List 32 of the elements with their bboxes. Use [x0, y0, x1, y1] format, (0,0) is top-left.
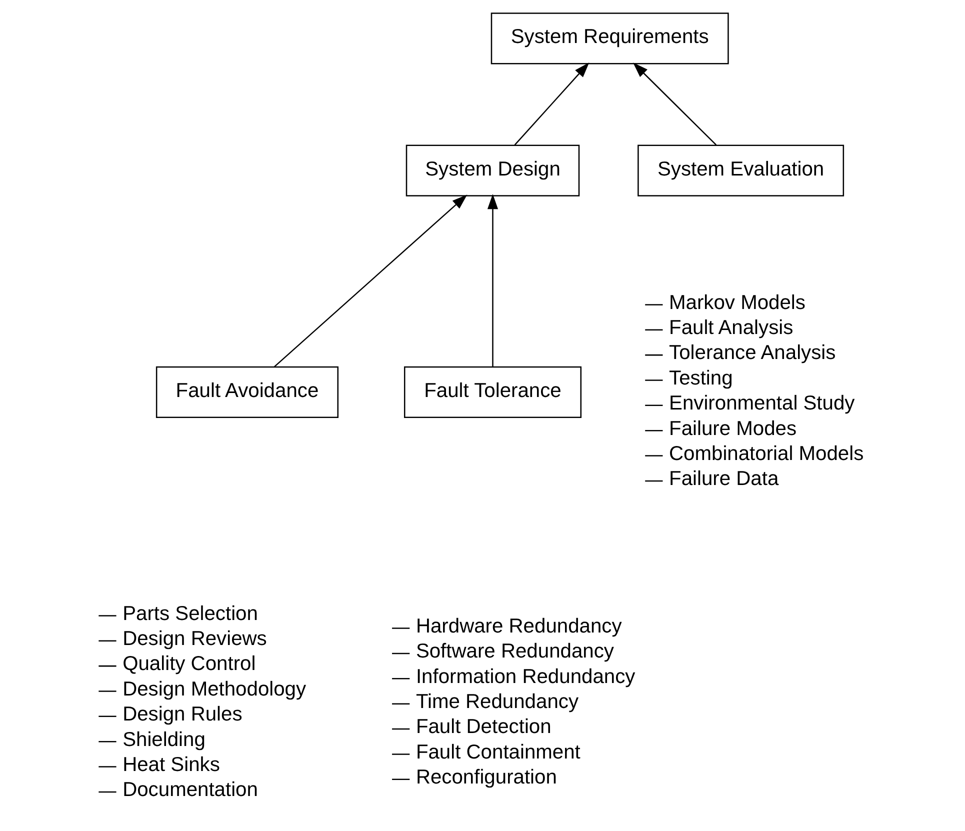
node-box: System Evaluation [637, 144, 844, 196]
node-label: Shielding [122, 728, 205, 751]
node-box: System Requirements [490, 12, 728, 64]
node-label: Design Methodology [122, 678, 306, 700]
arrow [274, 194, 467, 368]
node-label: Hardware Redundancy [415, 615, 622, 638]
arrow [632, 62, 716, 146]
node-label: Design Reviews [122, 628, 266, 650]
node-label: Information Redundancy [415, 666, 635, 688]
node-label: Documentation [122, 779, 258, 802]
node-label: Heat Sinks [122, 754, 220, 776]
node-label: Failure Data [668, 468, 778, 490]
node-label: Reconfiguration [415, 766, 556, 789]
node-label: Quality Control [122, 653, 256, 676]
node-label: Tolerance Analysis [668, 342, 836, 364]
node-box: Fault Avoidance [155, 366, 338, 418]
node-box: System Design [405, 144, 580, 196]
node-label: Failure Modes [668, 418, 796, 440]
node-label: Fault Detection [415, 716, 551, 738]
node-label: Fault Containment [415, 741, 580, 764]
node-label: Design Rules [122, 704, 242, 726]
node-label: Markov Models [668, 292, 805, 314]
node-label: Testing [668, 367, 732, 390]
node-label: Parts Selection [122, 602, 258, 625]
node-label: Combinatorial Models [668, 442, 864, 465]
node-label: Fault Analysis [668, 317, 793, 340]
node-label: Environmental Study [668, 392, 854, 415]
arrow [514, 62, 589, 146]
arrow [486, 194, 498, 367]
node-label: Time Redundancy [415, 690, 578, 713]
node-label: Software Redundancy [415, 640, 614, 663]
node-box: Fault Tolerance [404, 366, 582, 418]
